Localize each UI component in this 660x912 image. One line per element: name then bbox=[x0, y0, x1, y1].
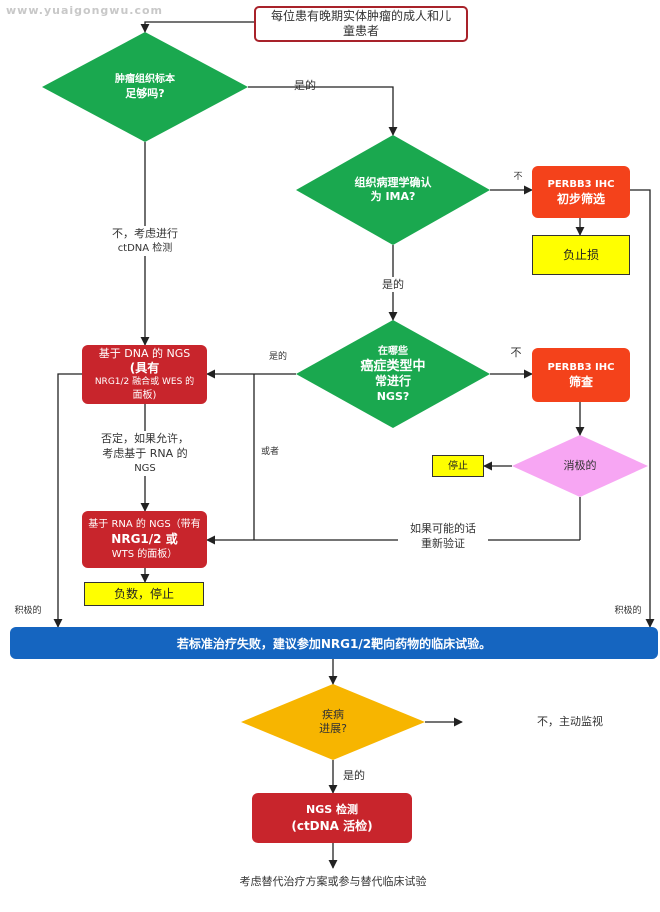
erbb3-initial-line1: PERBB3 IHC bbox=[547, 179, 615, 190]
dna-ngs-line4: 面板) bbox=[132, 389, 157, 401]
edge-label-no-2: 不 bbox=[510, 346, 522, 359]
rna-ngs-line1: 基于 RNA 的 NGS（带有 bbox=[88, 519, 201, 530]
edge-label-reverify-line1: 如果可能的话 bbox=[410, 522, 476, 535]
diamond-cancer-line4: NGS? bbox=[376, 390, 410, 403]
diamond-tissue bbox=[42, 32, 248, 142]
edge-label-yes-2: 是的 bbox=[373, 277, 413, 292]
dna-ngs-line3: NRG1/2 融合或 WES 的 bbox=[94, 376, 195, 387]
diamond-ima-text: 组织病理学确认 为 IMA? bbox=[330, 172, 456, 208]
diamond-ima bbox=[296, 135, 490, 245]
diamond-progress-text: 疾病 进展? bbox=[293, 704, 373, 740]
edge-label-negated-line1: 否定，如果允许， bbox=[101, 432, 189, 445]
ngs-ctdna-line2: (ctDNA 活检) bbox=[291, 819, 373, 833]
edge-label-reverify: 如果可能的话 重新验证 bbox=[398, 521, 488, 551]
erbb3-initial-box: PERBB3 IHC 初步筛选 bbox=[532, 166, 630, 218]
erbb3-screen-line2: 筛查 bbox=[568, 375, 593, 389]
edge-label-positive-left: 积极的 bbox=[14, 606, 42, 616]
start-text: 每位患有晚期实体肿瘤的成人和儿童患者 bbox=[270, 9, 451, 38]
diamond-progress-line1: 疾病 bbox=[322, 708, 344, 721]
edge-label-positive-right: 积极的 bbox=[614, 606, 642, 616]
edge-label-yes-4: 是的 bbox=[343, 769, 365, 782]
rna-ngs-box: 基于 RNA 的 NGS（带有 NRG1/2 或 WTS 的面板） bbox=[82, 511, 207, 568]
edge-label-yes-1: 是的 bbox=[294, 79, 316, 92]
edge-label-negated-line3: NGS bbox=[134, 463, 156, 474]
diamond-negative bbox=[512, 435, 648, 497]
stop-text: 停止 bbox=[448, 460, 468, 472]
stop-negative-text-2: 负数，停止 bbox=[113, 586, 174, 601]
diamond-negative-text: 消极的 bbox=[540, 456, 620, 476]
stop-negative-text-1: 负止损 bbox=[562, 247, 599, 262]
diamond-ima-line2: 为 IMA? bbox=[370, 190, 416, 203]
diamond-cancer-line3: 常进行 bbox=[374, 374, 411, 388]
diamond-cancer-line1: 在哪些 bbox=[378, 346, 408, 357]
stop-negative-box-2: 负数，停止 bbox=[84, 582, 204, 606]
erbb3-screen-box: PERBB3 IHC 筛查 bbox=[532, 348, 630, 402]
erbb3-initial-line2: 初步筛选 bbox=[556, 192, 605, 206]
diamond-negative-label: 消极的 bbox=[563, 459, 597, 472]
edge-label-no-ctdna-line1: 不，考虑进行 bbox=[112, 227, 178, 240]
rna-ngs-line3: WTS 的面板） bbox=[111, 549, 178, 560]
dna-ngs-line1: 基于 DNA 的 NGS bbox=[98, 346, 191, 360]
edge-label-no-1: 不 bbox=[513, 172, 523, 182]
edge-label-no-ctdna-line2: ctDNA 检测 bbox=[117, 243, 173, 254]
diamond-progress-line2: 进展? bbox=[319, 722, 347, 735]
diamond-tissue-text: 肿瘤组织标本 足够吗? bbox=[82, 66, 208, 108]
final-outcome: 考虑替代治疗方案或参与替代临床试验 bbox=[239, 875, 427, 888]
clinical-trial-banner: 若标准治疗失败，建议参加NRG1/2靶向药物的临床试验。 bbox=[10, 627, 658, 659]
edge-label-reverify-line2: 重新验证 bbox=[421, 537, 465, 550]
watermark: www.yuaigongwu.com bbox=[6, 4, 164, 17]
diamond-tissue-line1: 肿瘤组织标本 bbox=[115, 74, 175, 85]
ngs-ctdna-box: NGS 检测 (ctDNA 活检) bbox=[252, 793, 412, 843]
edge-label-or: 或者 bbox=[260, 447, 279, 457]
stop-negative-box-1: 负止损 bbox=[532, 235, 630, 275]
diamond-tissue-line2: 足够吗? bbox=[125, 87, 165, 100]
rna-ngs-line2: NRG1/2 或 bbox=[111, 532, 178, 546]
diamond-cancer-line2: 癌症类型中 bbox=[360, 359, 426, 374]
edge-label-no-monitor: 不，主动监视 bbox=[537, 715, 603, 728]
dna-ngs-line2: (具有 bbox=[129, 360, 160, 375]
diamond-ima-line1: 组织病理学确认 bbox=[354, 176, 432, 189]
clinical-trial-banner-text: 若标准治疗失败，建议参加NRG1/2靶向药物的临床试验。 bbox=[176, 636, 492, 651]
start-box: 每位患有晚期实体肿瘤的成人和儿童患者 bbox=[254, 6, 468, 42]
edge-label-no-ctdna: 不，考虑进行 ctDNA 检测 bbox=[100, 226, 190, 256]
ngs-ctdna-line1: NGS 检测 bbox=[306, 803, 358, 816]
edge-label-yes-3: 是的 bbox=[268, 352, 287, 362]
erbb3-screen-line1: PERBB3 IHC bbox=[547, 362, 615, 373]
dna-ngs-box: 基于 DNA 的 NGS (具有 NRG1/2 融合或 WES 的 面板) bbox=[82, 345, 207, 404]
edge-label-negated: 否定，如果允许， 考虑基于 RNA 的 NGS bbox=[82, 431, 208, 476]
diamond-cancer-text: 在哪些 癌症类型中 常进行 NGS? bbox=[336, 336, 450, 412]
edge-label-negated-line2: 考虑基于 RNA 的 bbox=[102, 447, 188, 460]
diamond-cancer bbox=[296, 320, 490, 428]
stop-box: 停止 bbox=[432, 455, 484, 477]
diamond-progress bbox=[241, 684, 425, 760]
